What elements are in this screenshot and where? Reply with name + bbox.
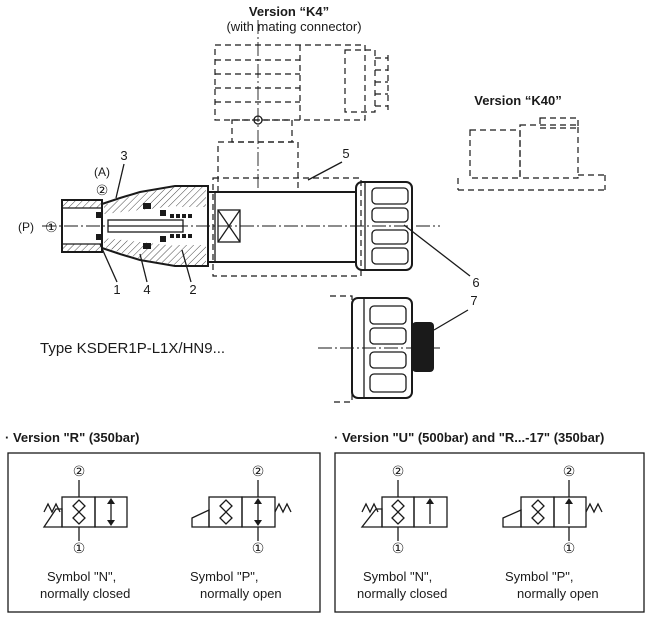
port-bottom: ① [73,540,86,556]
symbol-line2: normally open [517,586,599,601]
symbol-p-u: ② ① Symbol "P", normally open [502,463,603,601]
symbol-p-r: ② ① Symbol "P", normally open [190,463,292,601]
callout-port-p: ① [45,219,58,235]
k4-title: Version “K4” [249,4,329,19]
port-bottom: ① [392,540,405,556]
callout-7: 7 [470,293,477,308]
k40-title: Version “K40” [474,93,561,108]
port-bottom: ① [252,540,265,556]
symbol-line1: Symbol "N", [363,569,432,584]
port-top: ② [392,463,405,479]
symbol-line2: normally closed [357,586,447,601]
port-top: ② [563,463,576,479]
symbol-line1: Symbol "N", [47,569,116,584]
k4-connector: Version “K4” (with mating connector) [214,4,389,195]
callout-6: 6 [472,275,479,290]
panel-u [334,452,645,613]
symbol-line1: Symbol "P", [505,569,573,584]
symbol-n-u: ② ① Symbol "N", normally closed [357,463,448,601]
callout-5: 5 [342,146,349,161]
symbol-line1: Symbol "P", [190,569,258,584]
k4-subtitle: (with mating connector) [226,19,361,34]
panel-r [7,452,321,613]
callout-a: (A) [94,165,110,179]
callouts: (A) ② (P) ① 3 5 1 4 2 6 7 [18,146,480,331]
callout-1: 1 [113,282,120,297]
callout-2: 2 [189,282,196,297]
panel-r-heading: · Version "R" (350bar) [5,430,139,445]
callout-p: (P) [18,220,34,234]
symbol-line2: normally closed [40,586,130,601]
nut-variant [318,295,440,403]
k40-connector: Version “K40” [457,93,606,191]
callout-3: 3 [120,148,127,163]
port-top: ② [252,463,265,479]
callout-port-a: ② [96,182,109,198]
symbol-line2: normally open [200,586,282,601]
port-bottom: ① [563,540,576,556]
panel-u-heading: · Version "U" (500bar) and "R...-17" (35… [334,430,604,445]
type-label: Type KSDER1P-L1X/HN9... [40,340,225,357]
valve-section [42,177,440,277]
port-top: ② [73,463,86,479]
callout-4: 4 [143,282,150,297]
symbol-n-r: ② ① Symbol "N", normally closed [40,463,130,601]
